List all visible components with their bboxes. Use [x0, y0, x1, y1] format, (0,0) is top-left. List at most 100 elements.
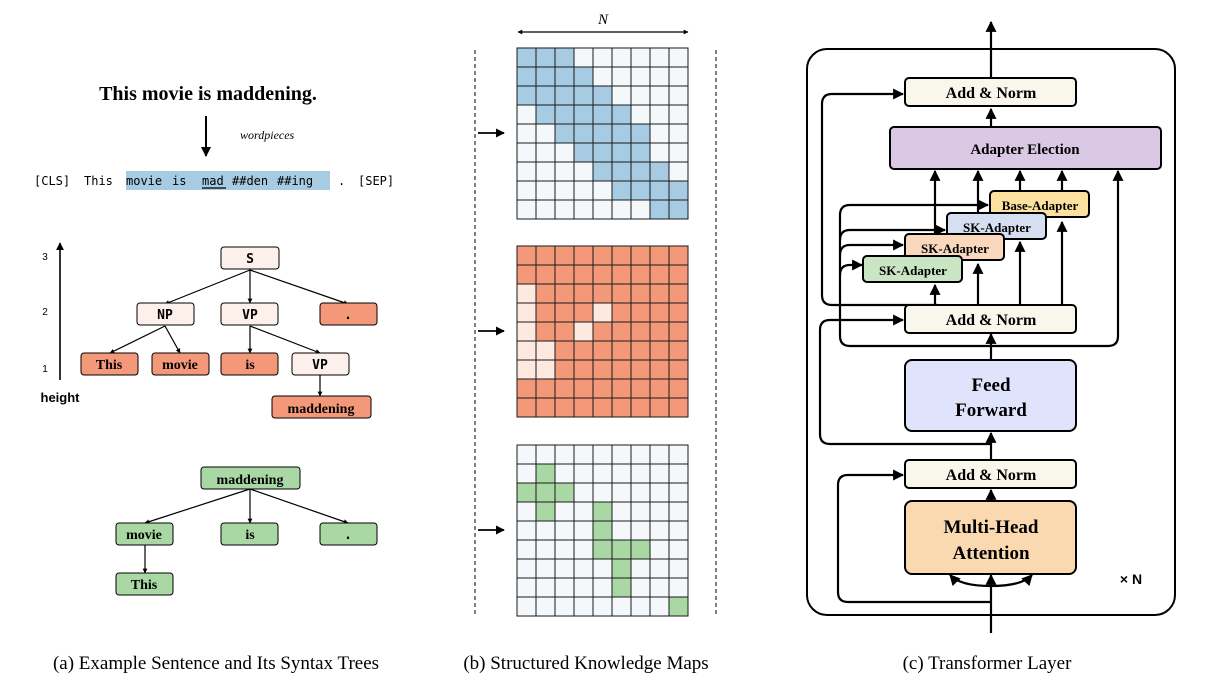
map-cell — [516, 302, 537, 323]
map-cell — [516, 245, 537, 266]
map-cell — [554, 85, 575, 106]
map-cell — [592, 397, 613, 418]
map-cell — [516, 321, 537, 342]
map-cell — [554, 539, 575, 560]
caption-c: (c) Transformer Layer — [903, 653, 1073, 674]
map-cell — [592, 378, 613, 399]
height-tick: 2 — [42, 307, 48, 318]
constituency-edges — [109, 269, 349, 397]
map-cell — [649, 340, 670, 361]
map-cell — [592, 142, 613, 163]
svg-text:Add & Norm: Add & Norm — [946, 312, 1037, 329]
map-cell — [516, 359, 537, 380]
map-cell — [554, 161, 575, 182]
svg-text:maddening: maddening — [217, 473, 284, 488]
map-cell — [668, 66, 689, 87]
map-cell — [611, 378, 632, 399]
map-cell — [554, 596, 575, 617]
map-cell — [573, 66, 594, 87]
map-cell — [668, 142, 689, 163]
map-cell — [649, 66, 670, 87]
map-cell — [573, 180, 594, 201]
map-cell — [573, 123, 594, 144]
map-cell — [554, 444, 575, 465]
map-cell — [554, 142, 575, 163]
token: [CLS] — [34, 174, 70, 188]
map-cell — [649, 539, 670, 560]
map-cell — [668, 501, 689, 522]
map-cell — [630, 577, 651, 598]
map-cell — [668, 104, 689, 125]
svg-text:Adapter Election: Adapter Election — [970, 142, 1080, 158]
map-cell — [649, 378, 670, 399]
map-cell — [516, 539, 537, 560]
panel-b: N (b) Structured Knowledge Maps — [463, 12, 717, 674]
svg-text:maddening: maddening — [288, 402, 355, 417]
map-cell — [611, 321, 632, 342]
map-cell — [649, 161, 670, 182]
map-cell — [611, 482, 632, 503]
token: [SEP] — [358, 174, 394, 188]
map-cell — [611, 340, 632, 361]
map-cell — [573, 482, 594, 503]
map-cell — [516, 577, 537, 598]
map-cell — [592, 66, 613, 87]
map-cell — [535, 340, 556, 361]
map-cell — [535, 302, 556, 323]
map-cell — [592, 283, 613, 304]
dep-node-is: is — [220, 522, 279, 546]
map-cell — [649, 264, 670, 285]
map-cell — [611, 142, 632, 163]
map-cell — [554, 47, 575, 68]
map-cell — [668, 577, 689, 598]
map-cell — [630, 85, 651, 106]
map-cell — [516, 180, 537, 201]
map-cell — [535, 397, 556, 418]
map-cell — [573, 539, 594, 560]
map-cell — [516, 161, 537, 182]
token: . — [338, 174, 345, 188]
map-cell — [668, 340, 689, 361]
map-cell — [668, 444, 689, 465]
map-cell — [516, 520, 537, 541]
map-cell — [611, 463, 632, 484]
caption-b: (b) Structured Knowledge Maps — [463, 653, 708, 674]
map-cell — [535, 199, 556, 220]
map-cell — [554, 340, 575, 361]
panel-a: This movie is maddening. wordpieces [CLS… — [34, 83, 394, 674]
map-cell — [611, 199, 632, 220]
map-cell — [554, 359, 575, 380]
map-cell — [630, 142, 651, 163]
map-cell — [592, 180, 613, 201]
map-cell — [668, 123, 689, 144]
token: movie — [126, 174, 162, 188]
svg-text:SK-Adapter: SK-Adapter — [963, 220, 1031, 235]
token: This — [84, 174, 113, 188]
map-cell — [592, 302, 613, 323]
map-cell — [573, 161, 594, 182]
map-cell — [668, 596, 689, 617]
map-cell — [516, 85, 537, 106]
map-cell — [668, 245, 689, 266]
dependency-edges — [142, 488, 349, 574]
svg-text:movie: movie — [126, 528, 162, 543]
node-np: NP — [136, 302, 195, 326]
dep-node-this: This — [115, 572, 174, 596]
map-cell — [535, 321, 556, 342]
map-cell — [611, 359, 632, 380]
height-tick: 3 — [42, 252, 48, 263]
token-highlight — [126, 171, 330, 190]
map-cell — [516, 47, 537, 68]
svg-text:Add & Norm: Add & Norm — [946, 467, 1037, 484]
map-cell — [535, 463, 556, 484]
map-cell — [592, 245, 613, 266]
map-cell — [592, 501, 613, 522]
map-cell — [573, 321, 594, 342]
map-cell — [668, 378, 689, 399]
map-cell — [535, 85, 556, 106]
node-word-maddening: maddening — [271, 395, 372, 419]
map-cell — [554, 123, 575, 144]
map-cell — [535, 577, 556, 598]
map-cell — [573, 558, 594, 579]
map-cell — [649, 501, 670, 522]
